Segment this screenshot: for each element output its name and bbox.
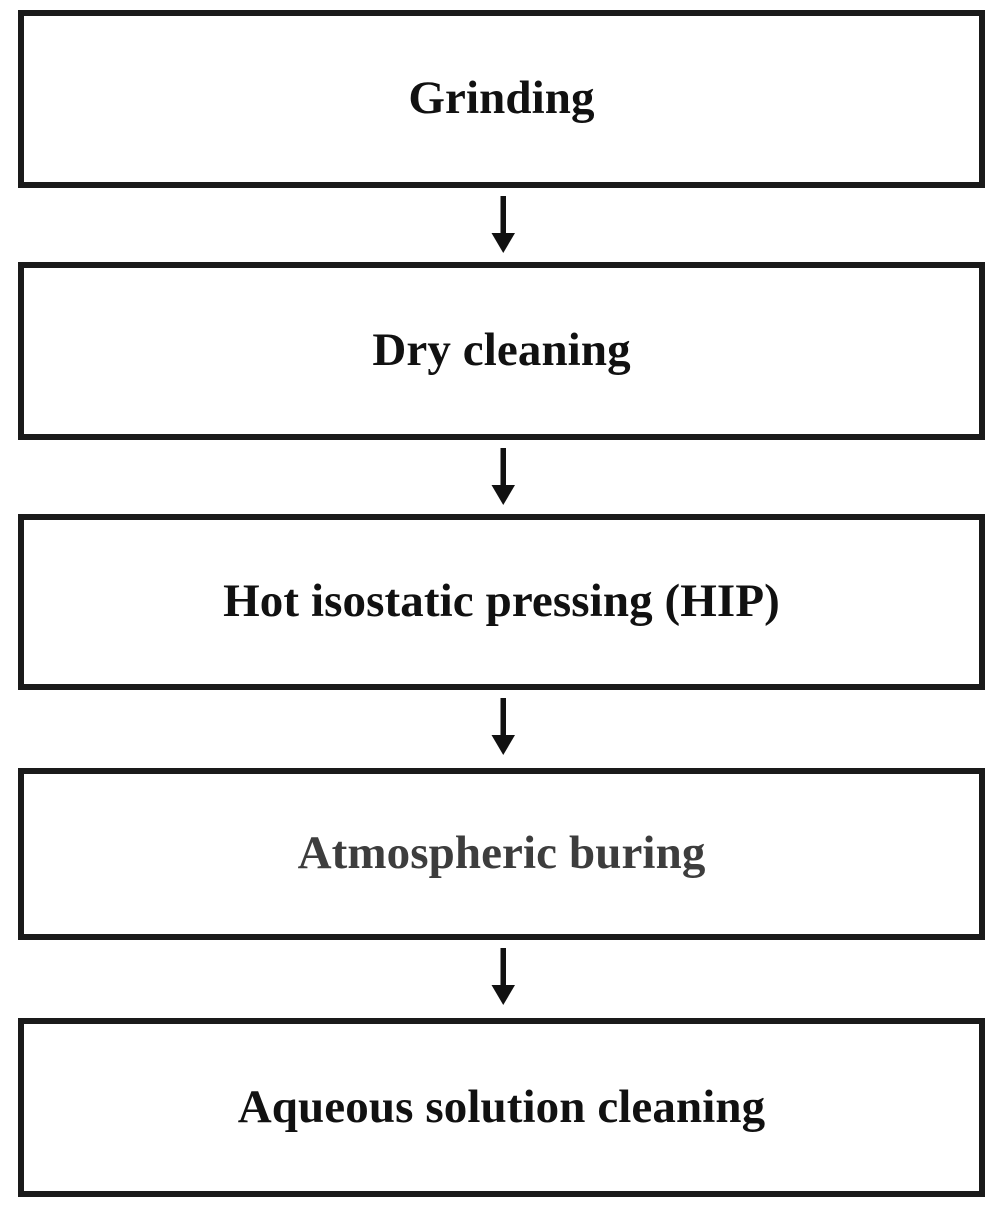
flow-step-hot-isostatic-pressing: Hot isostatic pressing (HIP) xyxy=(18,514,985,690)
flow-step-label: Grinding xyxy=(408,72,595,125)
flow-step-aqueous-solution-cleaning: Aqueous solution cleaning xyxy=(18,1018,985,1197)
down-arrow-icon xyxy=(485,448,521,508)
down-arrow-icon xyxy=(485,948,521,1008)
flow-step-dry-cleaning: Dry cleaning xyxy=(18,262,985,440)
flow-step-label: Atmospheric buring xyxy=(297,827,706,880)
flow-step-atmospheric-buring: Atmospheric buring xyxy=(18,768,985,940)
down-arrow-icon xyxy=(485,698,521,758)
flow-step-label: Aqueous solution cleaning xyxy=(237,1080,766,1133)
flow-step-label: Dry cleaning xyxy=(372,324,631,377)
flow-step-grinding: Grinding xyxy=(18,10,985,188)
down-arrow-icon xyxy=(485,196,521,256)
flow-step-label: Hot isostatic pressing (HIP) xyxy=(223,575,780,628)
